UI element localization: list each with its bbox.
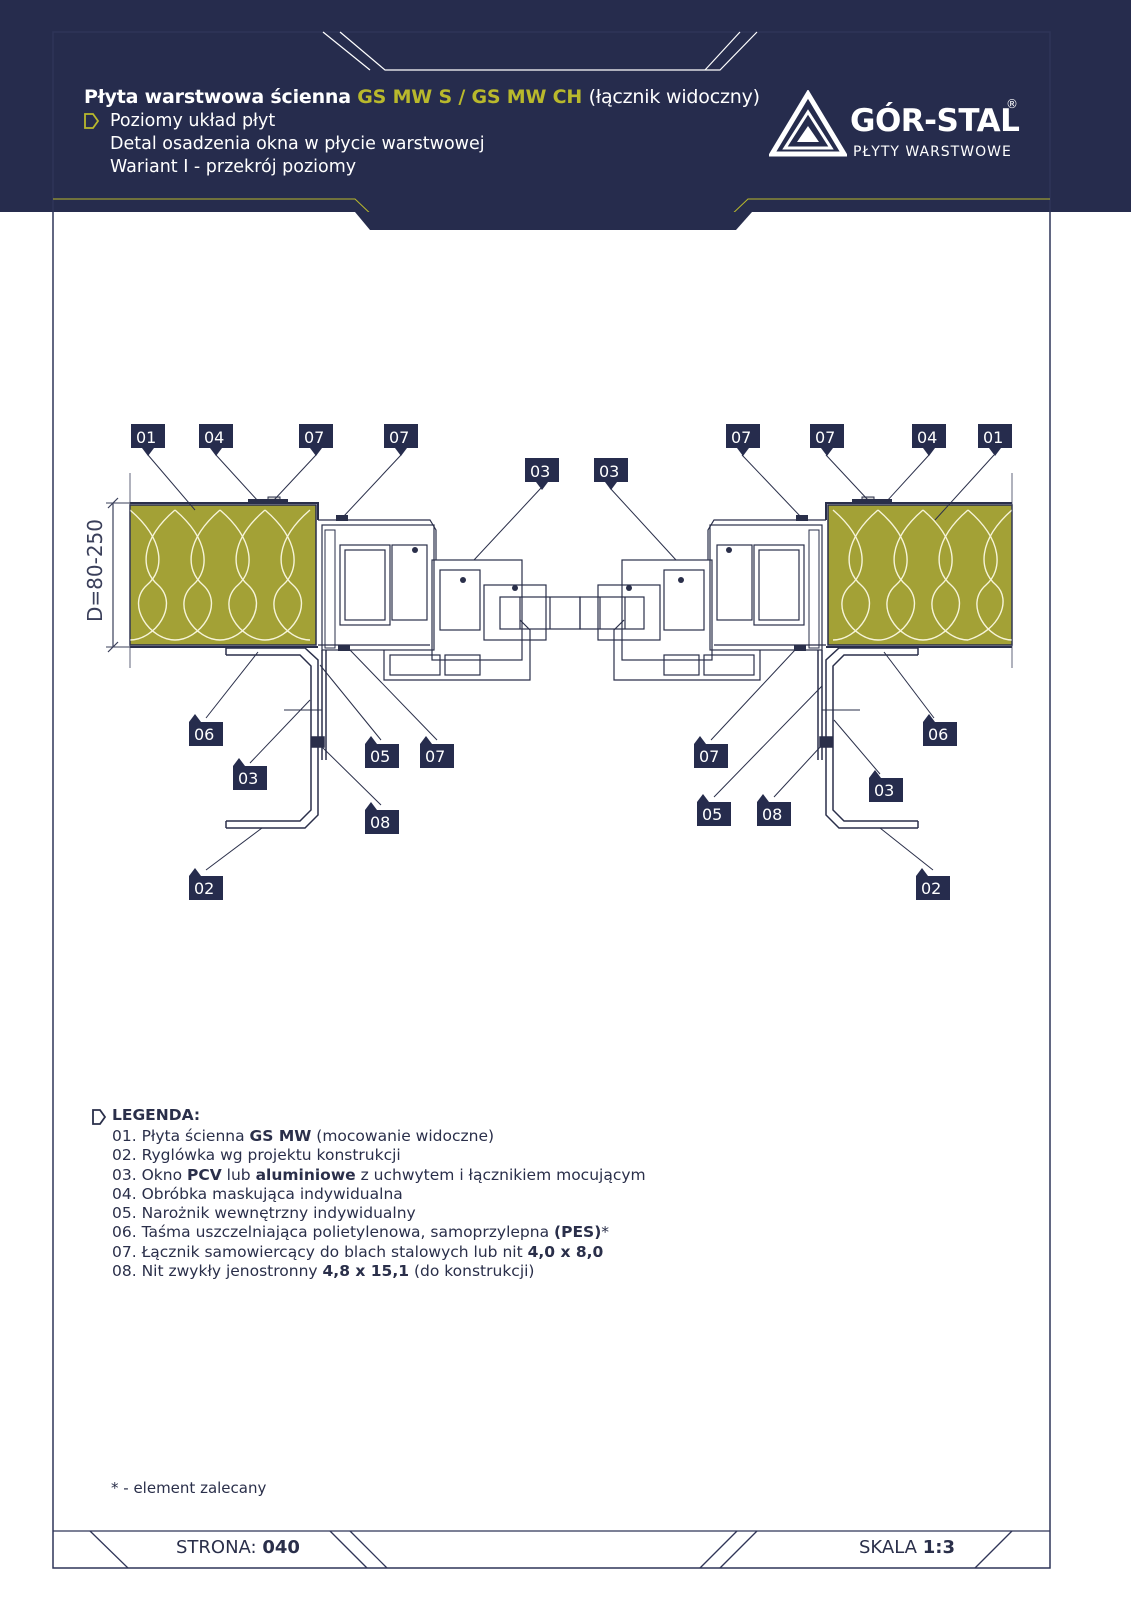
svg-text:01: 01: [983, 428, 1003, 447]
callout-05: 05: [697, 794, 731, 826]
scale: SKALA 1:3: [859, 1537, 955, 1558]
callout-02: 02: [916, 868, 950, 900]
callout-07: 07: [384, 424, 418, 456]
legend-item: 01. Płyta ścienna GS MW (mocowanie widoc…: [112, 1127, 495, 1145]
svg-text:03: 03: [530, 462, 550, 481]
svg-text:08: 08: [370, 813, 390, 832]
logo-name: GÓR-STAL: [850, 103, 1020, 139]
left-sandwich-panel: [129, 496, 319, 648]
callout-05: 05: [365, 736, 399, 768]
svg-text:03: 03: [238, 769, 258, 788]
page-title: Płyta warstwowa ścienna GS MW S / GS MW …: [84, 86, 760, 108]
legend-item: 02. Ryglówka wg projektu konstrukcji: [112, 1146, 401, 1165]
svg-text:04: 04: [917, 428, 937, 447]
right-bracket: [817, 647, 919, 829]
legend-items: 01. Płyta ścienna GS MW (mocowanie widoc…: [90, 1127, 646, 1281]
callout-07: 07: [299, 424, 333, 456]
legend-item: 04. Obróbka maskująca indywidualna: [112, 1184, 403, 1203]
svg-text:06: 06: [194, 725, 214, 744]
play-arrow-icon: [84, 113, 100, 129]
svg-text:02: 02: [921, 879, 941, 898]
subtitle-line-2: Detal osadzenia okna w płycie warstwowej: [110, 134, 485, 154]
svg-text:07: 07: [699, 747, 719, 766]
svg-text:05: 05: [370, 747, 390, 766]
subtitle-line-1: Poziomy układ płyt: [84, 110, 760, 133]
left-bracket: [225, 647, 327, 829]
svg-text:07: 07: [425, 747, 445, 766]
svg-text:05: 05: [702, 805, 722, 824]
svg-text:07: 07: [815, 428, 835, 447]
header-text: Płyta warstwowa ścienna GS MW S / GS MW …: [84, 86, 760, 179]
svg-text:08: 08: [762, 805, 782, 824]
subtitle-line-3: Wariant I - przekrój poziomy: [110, 157, 357, 177]
logo-tagline: PŁYTY WARSTWOWE: [853, 144, 1012, 160]
callout-01: 01: [131, 424, 165, 456]
callout-tags: 01 04 07 07 03 03 07 07 04 01 06 03 05 0…: [131, 424, 1012, 900]
legend-item: 06. Taśma uszczelniająca polietylenowa, …: [112, 1223, 610, 1242]
svg-text:04: 04: [204, 428, 224, 447]
svg-text:07: 07: [731, 428, 751, 447]
right-fasteners: [626, 515, 808, 651]
play-arrow-icon: [92, 1109, 107, 1125]
callout-04: 04: [912, 424, 946, 456]
callout-03: 03: [869, 770, 903, 802]
callout-07: 07: [810, 424, 844, 456]
callout-04: 04: [199, 424, 233, 456]
legend-item: 07. Łącznik samowiercący do blach stalow…: [112, 1242, 604, 1261]
callout-01: 01: [978, 424, 1012, 456]
logo-triangle-icon: [769, 90, 847, 157]
callout-08: 08: [365, 802, 399, 834]
legend-item: 03. Okno PCV lub aluminiowe z uchwytem i…: [112, 1165, 646, 1184]
callout-03: 03: [525, 458, 559, 490]
legend-item: 05. Narożnik wewnętrzny indywidualny: [112, 1204, 416, 1223]
logo-registered: ®: [1006, 97, 1018, 111]
title-suffix: (łącznik widoczny): [588, 86, 760, 108]
legend-item: 08. Nit zwykły jenostronny 4,8 x 15,1 (d…: [112, 1262, 535, 1281]
header-band: [0, 0, 1131, 212]
title-products: GS MW S / GS MW CH: [357, 86, 583, 108]
svg-text:07: 07: [389, 428, 409, 447]
callout-02: 02: [189, 868, 223, 900]
callout-07: 07: [420, 736, 454, 768]
title-prefix: Płyta warstwowa ścienna: [84, 86, 351, 108]
callout-07: 07: [694, 736, 728, 768]
footnote: * - element zalecany: [111, 1479, 267, 1497]
svg-text:06: 06: [928, 725, 948, 744]
callout-08: 08: [757, 794, 791, 826]
svg-text:02: 02: [194, 879, 214, 898]
callout-03: 03: [233, 758, 267, 790]
svg-text:07: 07: [304, 428, 324, 447]
page-number: STRONA: 040: [176, 1537, 300, 1558]
callout-03: 03: [594, 458, 628, 490]
callout-06: 06: [923, 714, 957, 746]
callout-06: 06: [189, 714, 223, 746]
svg-text:03: 03: [599, 462, 619, 481]
svg-text:03: 03: [874, 781, 894, 800]
callout-07: 07: [726, 424, 760, 456]
legend-title: LEGENDA:: [90, 1106, 646, 1125]
legend: LEGENDA: 01. Płyta ścienna GS MW (mocowa…: [90, 1106, 646, 1281]
left-fasteners: [336, 515, 518, 651]
dimension-line: [106, 473, 131, 668]
leader-lines: [147, 454, 995, 871]
left-window-profile: [318, 519, 581, 681]
dimension-label: D=80-250: [83, 519, 107, 622]
right-sandwich-panel: [825, 473, 1013, 668]
svg-text:01: 01: [136, 428, 156, 447]
